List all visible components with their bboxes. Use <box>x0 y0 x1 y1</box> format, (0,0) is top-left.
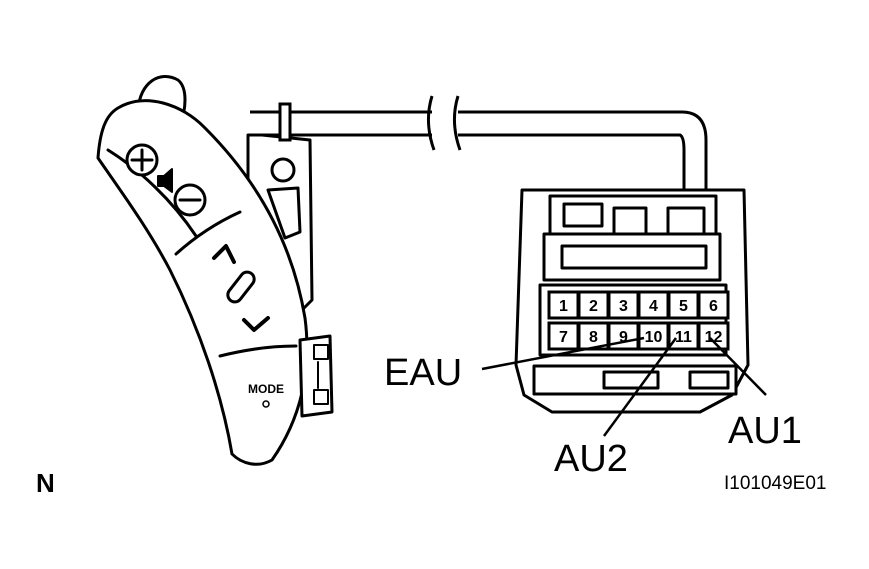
switch-body <box>96 99 309 466</box>
callout-line-au2 <box>602 337 678 437</box>
speaker-icon <box>157 168 173 193</box>
pin-number-10: 10 <box>645 329 663 346</box>
pin-number-11: 11 <box>675 329 692 346</box>
pin-number-1: 1 <box>559 298 568 315</box>
pin-cell-10 <box>637 321 670 351</box>
callout-label-au2: AU2 <box>554 438 628 480</box>
figure-code: I101049E01 <box>724 473 827 494</box>
callout-label-eau: EAU <box>384 352 463 394</box>
pin-number-4: 4 <box>649 298 658 315</box>
steering-pad-switch: MODE <box>96 75 334 466</box>
pin-cell-7 <box>547 321 580 351</box>
callout-lines <box>481 336 767 437</box>
pin-number-8: 8 <box>589 329 598 346</box>
pin-cell-12 <box>697 321 730 351</box>
wire-clamp <box>278 102 292 142</box>
bracket-slot <box>266 186 302 240</box>
pin-number-5: 5 <box>679 298 688 315</box>
pin-cell-3 <box>607 290 640 320</box>
seek-up-icon <box>212 244 236 264</box>
pin-number-7: 7 <box>559 329 568 346</box>
switch-divider-2 <box>218 344 298 358</box>
seek-center-oval <box>226 270 256 304</box>
callout-label-au1: AU1 <box>728 410 802 452</box>
pin-number-9: 9 <box>619 329 628 346</box>
mode-indicator <box>262 400 270 408</box>
mode-label: MODE <box>248 382 284 396</box>
pin-cell-4 <box>637 290 670 320</box>
pin-cell-11 <box>667 321 700 351</box>
switch-divider-1 <box>174 210 242 256</box>
pin-number-2: 2 <box>589 298 598 315</box>
bracket-hole <box>270 157 296 183</box>
callout-line-eau <box>481 336 645 371</box>
switch-body-ridge <box>106 148 198 238</box>
pin-number-3: 3 <box>619 298 628 315</box>
seek-down-icon <box>242 316 270 332</box>
pin-number-12: 12 <box>705 329 723 346</box>
callout-line-au1 <box>709 337 767 396</box>
corner-letter: N <box>36 468 55 498</box>
wire-harness <box>250 95 708 198</box>
pin-cell-6 <box>697 290 730 320</box>
pin-number-6: 6 <box>709 298 718 315</box>
connector-latch-window <box>560 244 708 270</box>
